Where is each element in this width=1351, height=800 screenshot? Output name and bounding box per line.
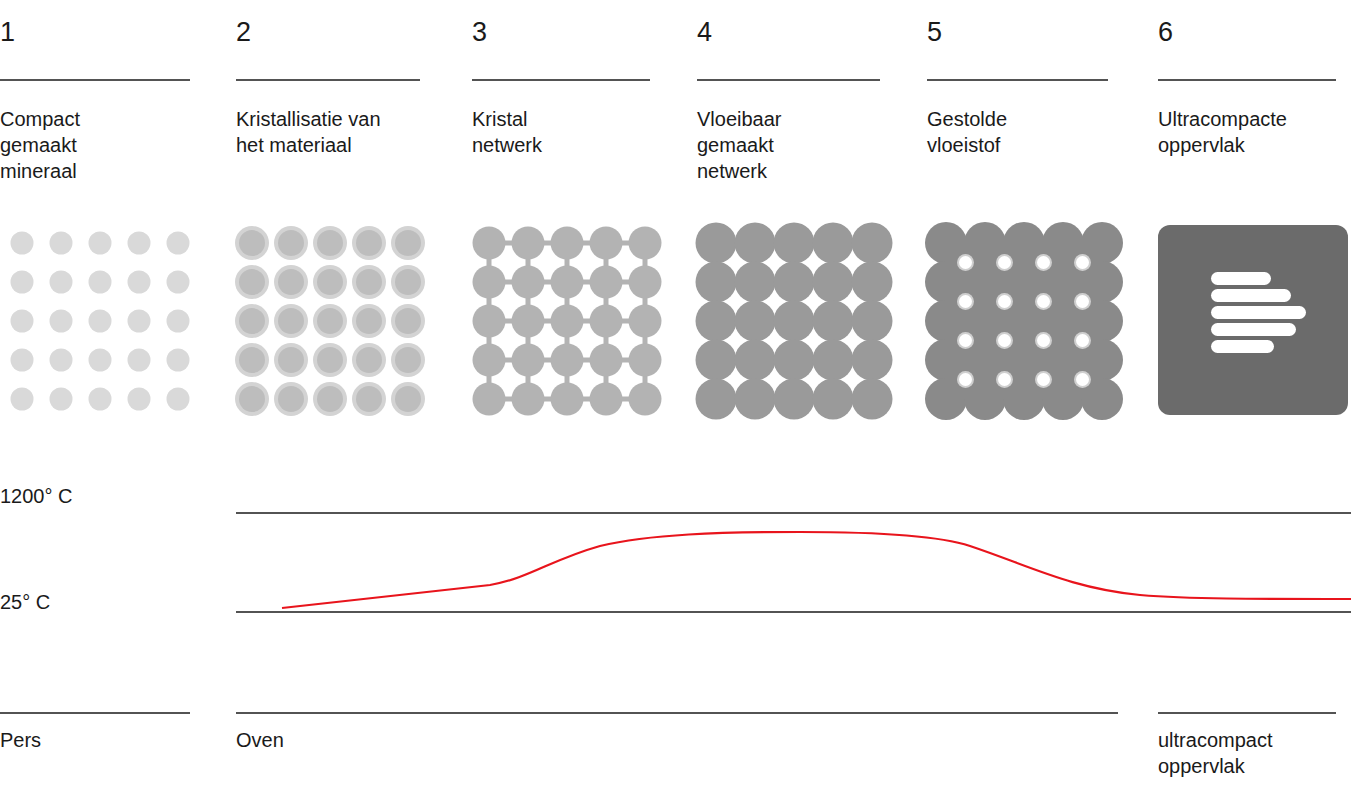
step-label: Oven: [236, 727, 386, 753]
step-number: 6: [1158, 16, 1218, 48]
step-number: 3: [472, 16, 532, 48]
particle-grids: [11, 222, 1124, 420]
column-rules: [0, 79, 1336, 81]
temperature-axis: [236, 513, 1351, 612]
step-label: Pers: [0, 727, 150, 753]
surface-tile: [1158, 225, 1348, 415]
step-number: 2: [236, 16, 296, 48]
step-label: Compact gemaakt mineraal: [0, 106, 150, 184]
step-label: Ultracompacte oppervlak: [1158, 106, 1333, 158]
step-number: 4: [697, 16, 757, 48]
step-label: 1200° C: [0, 483, 120, 509]
step-label: 25° C: [0, 589, 120, 615]
step-label: ultracompact oppervlak: [1158, 727, 1318, 779]
temperature-curve: [282, 532, 1351, 608]
step-label: Kristallisatie van het materiaal: [236, 106, 396, 158]
step-number: 1: [0, 16, 60, 48]
step-label: Gestolde vloeistof: [927, 106, 1047, 158]
step-number: 5: [927, 16, 987, 48]
step-label: Kristal netwerk: [472, 106, 587, 158]
step-label: Vloeibaar gemaakt netwerk: [697, 106, 822, 184]
stage-rules: [0, 712, 1336, 714]
